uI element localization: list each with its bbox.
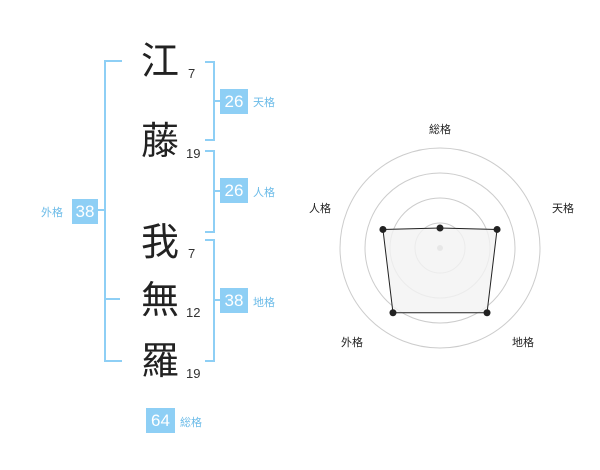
name-char-4: 無 <box>141 278 180 322</box>
name-char-2: 藤 <box>141 119 180 163</box>
jinkaku-value: 26 <box>220 178 248 203</box>
radar-label-jinkaku: 人格 <box>309 202 331 215</box>
stroke-count-1: 7 <box>188 66 196 81</box>
radar-label-chikaku: 地格 <box>512 336 534 349</box>
stroke-count-3: 7 <box>188 246 196 261</box>
radar-point-5 <box>379 225 387 233</box>
radar-point-4 <box>389 309 397 317</box>
tenkaku-value: 26 <box>220 89 248 114</box>
stroke-count-2: 19 <box>186 146 201 161</box>
radar-polygon <box>382 227 498 314</box>
radar-ring-4 <box>339 147 541 349</box>
name-char-3: 我 <box>141 220 180 264</box>
gaikaku-bracket <box>104 60 122 362</box>
jinkaku-label: 人格 <box>253 186 275 199</box>
gaikaku-bracket-mid-tick <box>106 298 120 300</box>
stroke-count-4: 12 <box>186 305 201 320</box>
gaikaku-value: 38 <box>72 199 98 224</box>
radar-ring-3 <box>364 172 516 324</box>
jinkaku-bracket-tick <box>213 190 220 192</box>
tenkaku-bracket-tick <box>213 100 220 102</box>
chikaku-label: 地格 <box>253 296 275 309</box>
name-char-1: 江 <box>141 39 180 83</box>
soukaku-value: 64 <box>146 408 175 433</box>
chikaku-value: 38 <box>220 288 248 313</box>
radar-label-tenkaku: 天格 <box>552 202 574 215</box>
radar-label-soukaku: 総格 <box>429 123 451 136</box>
gaikaku-bracket-tick <box>98 209 104 211</box>
radar-point-3 <box>483 309 491 317</box>
name-char-5: 羅 <box>141 339 180 383</box>
radar-point-2 <box>493 225 501 233</box>
stroke-count-5: 19 <box>186 366 201 381</box>
gaikaku-label: 外格 <box>41 206 63 219</box>
radar-label-gaikaku: 外格 <box>341 336 363 349</box>
tenkaku-label: 天格 <box>253 96 275 109</box>
soukaku-label: 総格 <box>180 416 202 429</box>
radar-point-1 <box>436 224 444 232</box>
chikaku-bracket-tick <box>213 299 220 301</box>
